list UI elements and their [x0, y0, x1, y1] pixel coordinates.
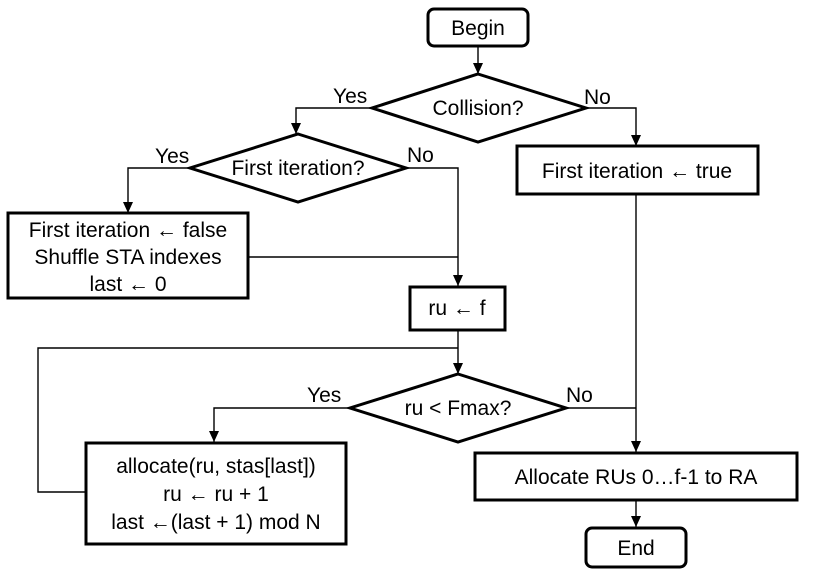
arrowhead: [291, 123, 301, 134]
allocate-ra-node: Allocate RUs 0…f-1 to RA: [473, 451, 799, 502]
edge-collision-yes: [295, 107, 372, 134]
begin-label: Begin: [451, 17, 505, 40]
arrowhead: [453, 275, 463, 286]
ru-no-label: No: [566, 384, 593, 407]
allocate-ra-label: Allocate RUs 0…f-1 to RA: [515, 466, 758, 489]
arrowheads: [123, 63, 641, 527]
ru-increment-line: ru ← ru + 1: [163, 483, 269, 506]
collision-no-label: No: [584, 86, 611, 109]
arrowhead: [473, 63, 483, 74]
arrowhead: [453, 363, 463, 374]
collision-decision: Collision?: [367, 72, 591, 144]
last-update-line: last ←(last + 1) mod N: [111, 511, 320, 534]
branch-labels: Yes No Yes No Yes No: [155, 85, 611, 407]
set-first-iteration-false: First iteration ← false Shuffle STA inde…: [6, 211, 250, 300]
set-true-label: First iteration ← true: [542, 160, 732, 183]
arrowhead: [631, 135, 641, 146]
arrowhead: [123, 202, 133, 213]
edge-loop-back: [37, 347, 458, 493]
arrowhead: [631, 441, 641, 452]
arrowhead: [631, 516, 641, 527]
ru-check-label: ru < Fmax?: [405, 397, 512, 420]
shuffle-line: Shuffle STA indexes: [34, 246, 221, 269]
edge-first-yes: [127, 167, 190, 213]
ru-yes-label: Yes: [307, 384, 341, 407]
edge-collision-no: [586, 107, 637, 146]
ru-assign-label: ru ← f: [428, 297, 485, 320]
edge-check-yes: [213, 407, 350, 442]
connectors: [37, 46, 637, 527]
ru-assign-node: ru ← f: [408, 285, 507, 332]
collision-yes-label: Yes: [333, 85, 367, 108]
first-no-label: No: [407, 144, 434, 167]
arrowhead: [209, 431, 219, 442]
ru-check-decision: ru < Fmax?: [345, 372, 571, 444]
allocate-loop-node: allocate(ru, stas[last]) ru ← ru + 1 las…: [84, 441, 348, 546]
allocate-call-line: allocate(ru, stas[last]): [116, 455, 316, 478]
begin-node: Begin: [426, 7, 530, 48]
collision-label: Collision?: [432, 97, 523, 120]
set-false-line: First iteration ← false: [29, 219, 227, 242]
first-yes-label: Yes: [155, 145, 189, 168]
last-reset-line: last ← 0: [89, 273, 166, 296]
first-iteration-decision: First iteration?: [185, 132, 411, 204]
set-first-iteration-true: First iteration ← true: [515, 144, 760, 196]
first-iteration-question-label: First iteration?: [231, 157, 364, 180]
end-label: End: [617, 537, 654, 560]
end-node: End: [584, 526, 688, 569]
edge-first-no: [406, 167, 459, 286]
